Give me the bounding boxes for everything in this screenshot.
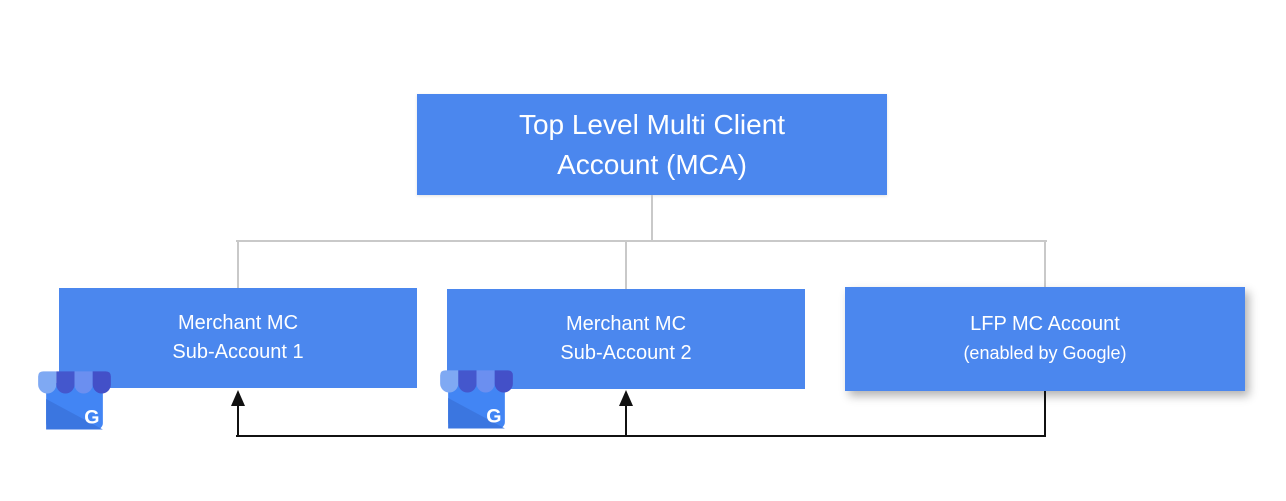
storefront-icon: G bbox=[38, 371, 111, 430]
arrow-shaft-to-sub1 bbox=[237, 404, 239, 437]
arrowhead-to-sub2 bbox=[619, 390, 633, 406]
google-business-profile-icon: G bbox=[38, 367, 111, 431]
google-g-letter: G bbox=[486, 406, 501, 428]
node-lfp-line1: LFP MC Account bbox=[970, 313, 1120, 335]
google-business-profile-icon: G bbox=[440, 366, 513, 430]
arrow-shaft-to-sub2 bbox=[625, 404, 627, 437]
connector-horizontal-rail bbox=[236, 240, 1047, 242]
connector-drop-sub2 bbox=[625, 240, 627, 289]
connector-drop-lfp bbox=[1044, 240, 1046, 287]
arrow-horizontal-rail bbox=[236, 435, 1046, 437]
node-top-level-mca-line1: Top Level Multi Client bbox=[518, 108, 786, 140]
node-sub2-line1: Merchant MC bbox=[565, 313, 687, 335]
node-sub1-line1: Merchant MC bbox=[177, 312, 299, 334]
node-lfp-mc-account: LFP MC Account (enabled by Google) bbox=[845, 287, 1245, 391]
node-top-level-mca: Top Level Multi Client Account (MCA) bbox=[417, 94, 887, 195]
node-sub2-line2: Sub-Account 2 bbox=[560, 342, 692, 364]
node-sub1-line2: Sub-Account 1 bbox=[172, 341, 304, 363]
storefront-icon: G bbox=[440, 370, 513, 429]
connector-drop-sub1 bbox=[237, 240, 239, 288]
arrow-lfp-down-segment bbox=[1044, 391, 1046, 437]
node-merchant-sub-account-1: Merchant MC Sub-Account 1 bbox=[59, 288, 417, 388]
arrowhead-to-sub1 bbox=[231, 390, 245, 406]
google-g-letter: G bbox=[84, 407, 99, 429]
node-lfp-line2: (enabled by Google) bbox=[963, 343, 1127, 363]
connector-mca-stem bbox=[651, 195, 653, 241]
node-top-level-mca-line2: Account (MCA) bbox=[557, 148, 747, 180]
